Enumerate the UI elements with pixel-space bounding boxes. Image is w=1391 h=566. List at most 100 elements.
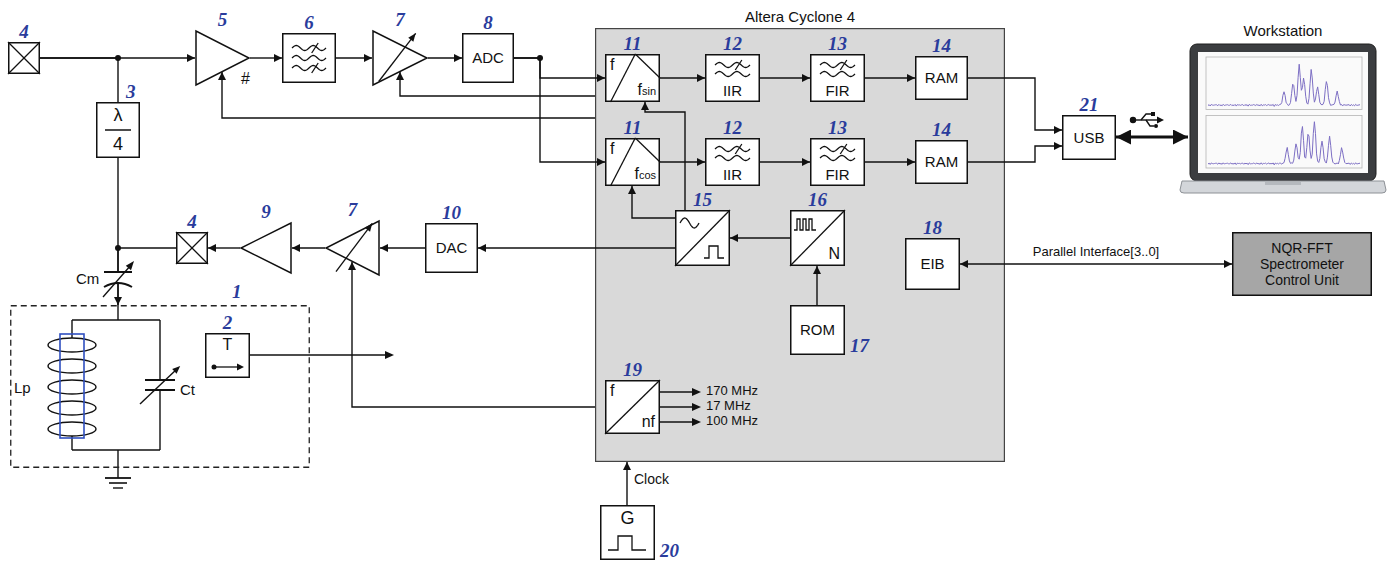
signal-connector bbox=[514, 58, 605, 162]
probe-circuit bbox=[48, 305, 180, 488]
callout-number: 21 bbox=[1080, 95, 1099, 114]
junction-dot bbox=[115, 55, 543, 251]
bandpass-filter-shape bbox=[312, 43, 318, 53]
probe-circuit bbox=[145, 379, 175, 381]
callout-number: 6 bbox=[304, 13, 314, 32]
temperature-sensor: 2T bbox=[205, 333, 250, 378]
fir-filter-shape bbox=[820, 156, 855, 161]
bandpass-filter-shape bbox=[292, 46, 326, 51]
callout-number: 10 bbox=[442, 203, 461, 222]
block-label: FIR bbox=[810, 82, 865, 99]
probe-circuit bbox=[117, 305, 118, 320]
block-label: RAM bbox=[920, 153, 963, 170]
signal-arrow bbox=[385, 351, 394, 359]
signal-connector bbox=[816, 266, 817, 305]
control-unit-box: NQR-FFT Spectrometer Control Unit bbox=[1232, 232, 1372, 296]
callout-number: 13 bbox=[828, 34, 847, 53]
iir-filter-shape bbox=[715, 63, 750, 68]
callout-number: 13 bbox=[828, 118, 847, 137]
iir-filter-shape bbox=[706, 139, 760, 186]
mixer-block: 11ffcos bbox=[605, 138, 660, 186]
callout-number: 11 bbox=[624, 118, 642, 137]
callout-number: 18 bbox=[923, 218, 942, 237]
fir-filter: 13FIR bbox=[810, 54, 865, 102]
signal-connector bbox=[352, 262, 595, 407]
temperature-sensor-shape bbox=[206, 334, 250, 378]
signal-connector bbox=[292, 247, 325, 248]
signal-label: 17 MHz bbox=[706, 399, 751, 414]
fir-filter-shape bbox=[840, 144, 847, 154]
variable-amplifier-shape bbox=[365, 223, 372, 231]
signal-arrow bbox=[660, 391, 693, 392]
variable-amplifier-shape bbox=[336, 223, 372, 271]
probe-circuit bbox=[159, 320, 160, 380]
signal-connector bbox=[1116, 136, 1188, 139]
block-label: N bbox=[828, 245, 840, 263]
dac-block: 10DAC bbox=[425, 223, 478, 273]
usb-icon bbox=[1146, 120, 1154, 126]
variable-amplifier-shape bbox=[373, 31, 427, 85]
probe-circuit bbox=[105, 477, 131, 479]
waveform-converter-shape bbox=[675, 210, 730, 266]
workstation-laptop-shape bbox=[1190, 44, 1376, 181]
workstation-laptop-shape bbox=[1206, 57, 1362, 110]
capacitor-symbol bbox=[104, 271, 132, 273]
signal-connector bbox=[865, 77, 915, 78]
mixer-block-shape bbox=[635, 138, 660, 162]
workstation-laptop-shape bbox=[1208, 64, 1360, 106]
iir-filter: 12IIR bbox=[705, 138, 760, 186]
adc-block: 8ADC bbox=[462, 33, 514, 83]
capacitor-symbol bbox=[103, 265, 131, 297]
probe-circuit bbox=[117, 450, 118, 478]
waveform-converter: 15 bbox=[675, 210, 730, 266]
signal-arrow bbox=[660, 406, 693, 407]
capacitor-symbol bbox=[126, 261, 134, 270]
iir-filter-shape bbox=[735, 144, 742, 154]
rf-port-shape bbox=[8, 42, 40, 74]
probe-circuit bbox=[48, 401, 96, 415]
rf-port-shape bbox=[8, 42, 40, 74]
callout-number: 12 bbox=[723, 34, 742, 53]
mixer-block-shape bbox=[611, 138, 636, 186]
callout-number: 8 bbox=[483, 13, 493, 32]
quarter-wave-line-shape bbox=[105, 129, 131, 131]
signal-arrow bbox=[692, 418, 701, 426]
variable-amplifier-shape bbox=[372, 30, 428, 86]
signal-connector bbox=[250, 57, 282, 58]
block-label: # bbox=[241, 70, 250, 88]
signal-arrow bbox=[692, 388, 701, 396]
probe-circuit bbox=[48, 338, 96, 352]
variable-amplifier: 7 bbox=[325, 220, 380, 276]
variable-amplifier: 7 bbox=[372, 30, 428, 86]
callout-number: 2 bbox=[223, 313, 233, 332]
block-label: f bbox=[610, 56, 614, 74]
iir-filter-shape bbox=[735, 60, 742, 70]
callout-number: 15 bbox=[693, 190, 712, 209]
eib-block-shape bbox=[906, 239, 960, 290]
signal-label: Clock bbox=[634, 471, 669, 487]
signal-connector bbox=[660, 77, 705, 78]
preamplifier-shape bbox=[196, 31, 249, 85]
probe-circuit bbox=[48, 359, 96, 373]
block-label: G bbox=[600, 508, 655, 529]
waveform-converter-shape bbox=[680, 218, 699, 228]
variable-amplifier-shape bbox=[325, 220, 380, 276]
block-heading: Workstation bbox=[1244, 22, 1323, 39]
iir-filter-shape bbox=[706, 55, 760, 102]
rf-port-shape bbox=[176, 232, 208, 264]
iir-filter: 12IIR bbox=[705, 54, 760, 102]
probe-region-shape bbox=[10, 305, 310, 468]
bandpass-filter: 6 bbox=[282, 33, 336, 83]
signal-connector bbox=[428, 57, 462, 58]
block-label: λ bbox=[96, 105, 140, 126]
fir-filter-shape bbox=[811, 55, 865, 102]
bandpass-filter-shape bbox=[283, 34, 336, 83]
bandpass-filter-shape bbox=[312, 63, 318, 73]
rf-port: 4 bbox=[176, 232, 208, 264]
probe-circuit bbox=[72, 449, 160, 450]
preamplifier: 5# bbox=[195, 30, 250, 86]
rf-port: 4 bbox=[8, 42, 40, 74]
workstation-laptop-shape bbox=[1198, 52, 1368, 173]
capacitor-symbol bbox=[103, 261, 134, 297]
